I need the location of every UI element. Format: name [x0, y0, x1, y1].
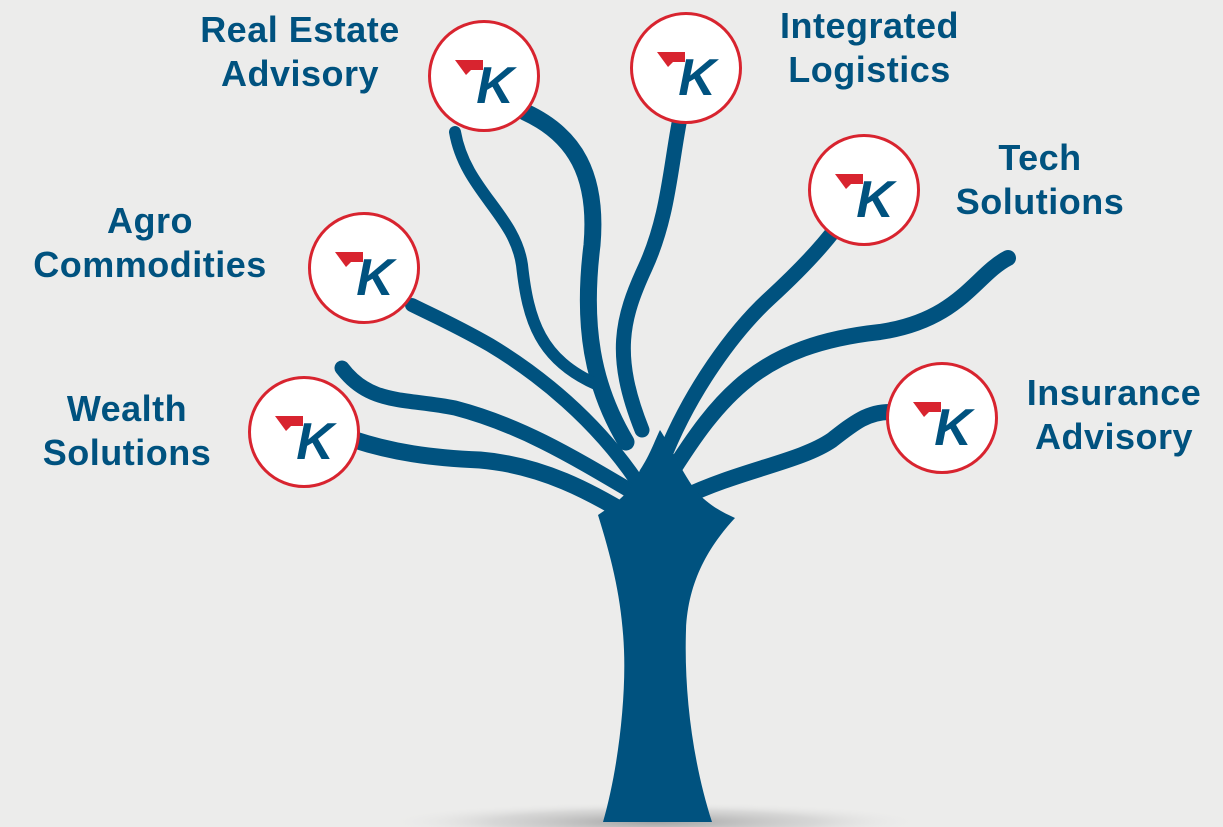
logo-badge-integrated-logistics: K: [630, 12, 742, 124]
branch-agro: [405, 298, 643, 487]
tree-branches: [334, 103, 1016, 534]
label-line1: Wealth: [66, 388, 188, 429]
branch-left-twig: [449, 126, 604, 391]
logo-badge-tech-solutions: K: [808, 134, 920, 246]
label-tech-solutions: Tech Solutions: [935, 136, 1145, 224]
label-line1: Integrated: [779, 5, 960, 46]
label-line1: Insurance: [1026, 372, 1202, 413]
label-line1: Real Estate: [200, 9, 400, 50]
logo-badge-wealth-solutions: K: [248, 376, 360, 488]
label-wealth-solutions: Wealth Solutions: [20, 387, 234, 475]
label-line2: Commodities: [33, 244, 267, 285]
tk-logo-icon: K: [335, 249, 397, 307]
svg-text:K: K: [856, 171, 897, 229]
branch-tech: [654, 220, 844, 470]
label-line2: Advisory: [1034, 416, 1194, 457]
branch-insurance: [674, 404, 898, 506]
svg-text:K: K: [678, 49, 719, 107]
tk-logo-icon: K: [455, 57, 517, 115]
svg-text:K: K: [476, 57, 517, 115]
tk-logo-icon: K: [835, 171, 897, 229]
logo-badge-insurance-advisory: K: [886, 362, 998, 474]
label-line1: Tech: [998, 137, 1082, 178]
label-line2: Logistics: [788, 49, 951, 90]
logo-badge-real-estate-advisory: K: [428, 20, 540, 132]
tk-logo-icon: K: [657, 49, 719, 107]
tree-trunk: [598, 430, 735, 822]
label-agro-commodities: Agro Commodities: [4, 199, 296, 287]
label-integrated-logistics: Integrated Logistics: [752, 4, 987, 92]
label-line1: Agro: [107, 200, 193, 241]
svg-text:K: K: [296, 413, 337, 471]
label-insurance-advisory: Insurance Advisory: [1008, 371, 1220, 459]
tk-logo-icon: K: [275, 413, 337, 471]
branch-real-estate: [516, 103, 635, 451]
label-line2: Advisory: [220, 53, 380, 94]
svg-text:K: K: [356, 249, 397, 307]
branch-logistics: [615, 110, 688, 438]
svg-text:K: K: [934, 399, 975, 457]
tk-logo-icon: K: [913, 399, 975, 457]
label-line2: Solutions: [955, 181, 1125, 222]
branch-far-right: [660, 250, 1016, 486]
logo-badge-agro-commodities: K: [308, 212, 420, 324]
label-real-estate-advisory: Real Estate Advisory: [180, 8, 420, 96]
label-line2: Solutions: [42, 432, 212, 473]
branch-wealth-lower: [346, 431, 654, 534]
branch-wealth-upper: [334, 360, 644, 502]
